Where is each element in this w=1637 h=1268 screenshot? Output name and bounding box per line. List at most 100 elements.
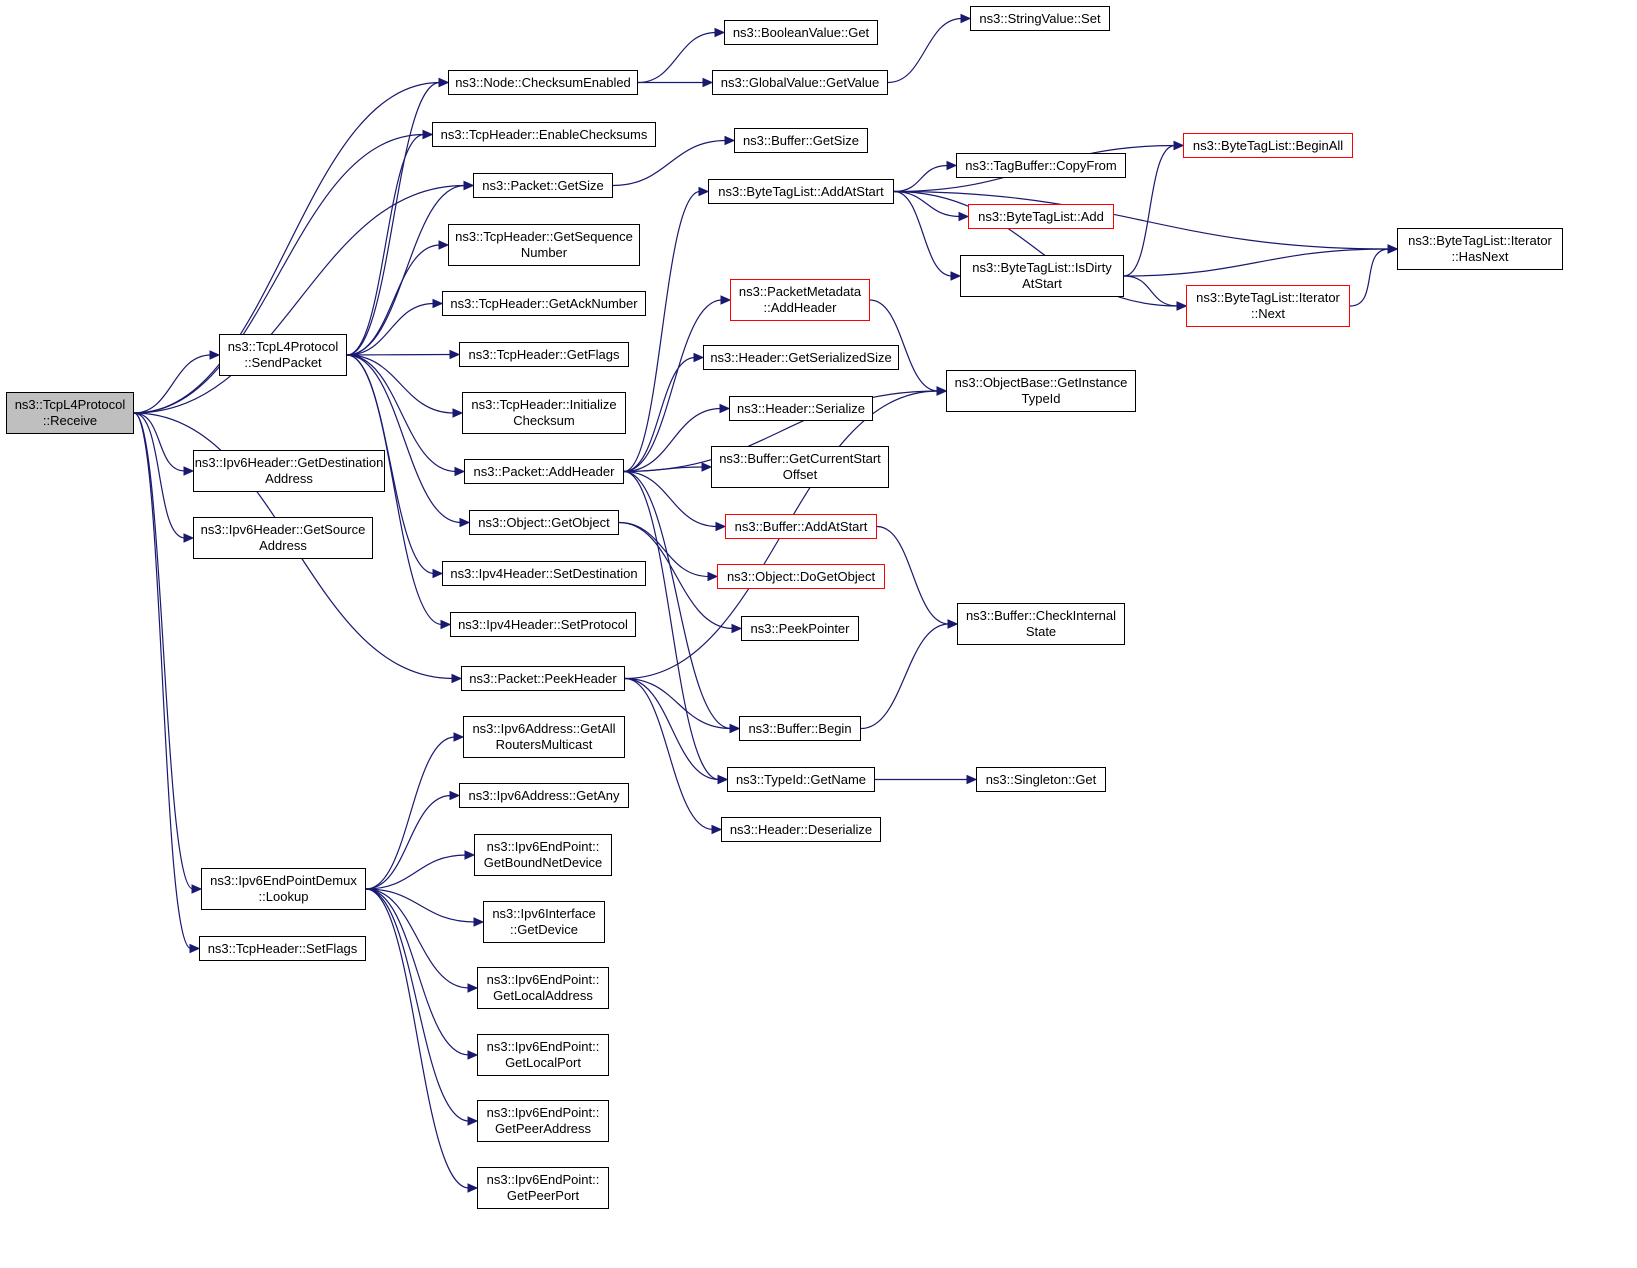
arrowhead-receive-to-setflags — [189, 943, 201, 954]
edge-isdirty-to-hasnext — [1123, 248, 1390, 277]
node-addatstart_btl[interactable]: ns3::ByteTagList::AddAtStart — [708, 179, 894, 204]
node-serialize[interactable]: ns3::Header::Serialize — [729, 396, 873, 421]
node-getany[interactable]: ns3::Ipv6Address::GetAny — [459, 783, 629, 808]
edge-receive-to-getdest6 — [133, 412, 186, 472]
edge-addatstart_btl-to-copyfrom — [893, 164, 949, 193]
edge-receive-to-checksumenabled — [133, 81, 441, 414]
node-hasnext[interactable]: ns3::ByteTagList::Iterator ::HasNext — [1397, 228, 1563, 270]
arrowhead-addheader-to-addatstart_btl — [698, 186, 710, 197]
node-bufaddatstart[interactable]: ns3::Buffer::AddAtStart — [725, 514, 877, 539]
arrowhead-sendpacket-to-checksumenabled — [438, 77, 450, 88]
edge-addheader-to-bufbegin — [623, 470, 732, 730]
node-bufgetsize[interactable]: ns3::Buffer::GetSize — [734, 128, 868, 153]
arrowhead-sendpacket-to-setdest4 — [432, 568, 444, 579]
edge-sendpacket-to-pktgetsize — [346, 184, 466, 356]
arrowhead-checksumenabled-to-globalgetvalue — [702, 77, 714, 88]
arrowhead-pmaddheader-to-getinstance — [936, 386, 948, 396]
edge-lookup-to-allrouters — [365, 736, 456, 890]
node-iternext[interactable]: ns3::ByteTagList::Iterator ::Next — [1186, 285, 1350, 327]
node-setflags[interactable]: ns3::TcpHeader::SetFlags — [199, 936, 366, 961]
node-peerport[interactable]: ns3::Ipv6EndPoint:: GetPeerPort — [477, 1167, 609, 1209]
node-deserialize[interactable]: ns3::Header::Deserialize — [721, 817, 881, 842]
edge-receive-to-pktgetsize — [133, 184, 466, 414]
arrowhead-sendpacket-to-setproto4 — [440, 619, 452, 630]
arrowhead-getobject-to-peekpointer — [731, 623, 743, 634]
arrowhead-addheader-to-curstart — [701, 462, 713, 472]
arrowhead-getobject-to-dogetobject — [707, 571, 719, 582]
node-stringset[interactable]: ns3::StringValue::Set — [970, 6, 1110, 31]
edge-receive-to-lookup — [133, 412, 194, 890]
node-initchecksum[interactable]: ns3::TcpHeader::Initialize Checksum — [462, 392, 626, 434]
arrowhead-receive-to-sendpacket — [209, 350, 221, 360]
node-getinstance[interactable]: ns3::ObjectBase::GetInstance TypeId — [946, 370, 1136, 412]
node-boundnet[interactable]: ns3::Ipv6EndPoint:: GetBoundNetDevice — [474, 834, 612, 876]
edge-sendpacket-to-getack — [346, 302, 435, 356]
node-typeidname[interactable]: ns3::TypeId::GetName — [727, 767, 875, 792]
arrowhead-lookup-to-localaddr — [467, 983, 479, 993]
node-localaddr[interactable]: ns3::Ipv6EndPoint:: GetLocalAddress — [477, 967, 609, 1009]
arrowhead-lookup-to-peerport — [467, 1183, 479, 1193]
node-copyfrom[interactable]: ns3::TagBuffer::CopyFrom — [956, 153, 1126, 178]
node-isdirty[interactable]: ns3::ByteTagList::IsDirty AtStart — [960, 255, 1124, 297]
node-getserialsize[interactable]: ns3::Header::GetSerializedSize — [703, 345, 899, 370]
node-peeraddr[interactable]: ns3::Ipv6EndPoint:: GetPeerAddress — [477, 1100, 609, 1142]
node-setdest4[interactable]: ns3::Ipv4Header::SetDestination — [442, 561, 646, 586]
node-beginall[interactable]: ns3::ByteTagList::BeginAll — [1183, 133, 1353, 158]
edge-checksumenabled-to-boolget — [637, 31, 717, 84]
node-receive[interactable]: ns3::TcpL4Protocol ::Receive — [6, 392, 134, 434]
node-ifdevice[interactable]: ns3::Ipv6Interface ::GetDevice — [483, 901, 605, 943]
node-getflags[interactable]: ns3::TcpHeader::GetFlags — [459, 342, 629, 367]
edge-lookup-to-ifdevice — [365, 888, 476, 923]
node-singletonget[interactable]: ns3::Singleton::Get — [976, 767, 1106, 792]
edge-addheader-to-getinstance — [623, 390, 939, 473]
node-checkinternal[interactable]: ns3::Buffer::CheckInternal State — [957, 603, 1125, 645]
edge-receive-to-setflags — [133, 412, 192, 950]
node-globalgetvalue[interactable]: ns3::GlobalValue::GetValue — [712, 70, 888, 95]
node-checksumenabled[interactable]: ns3::Node::ChecksumEnabled — [448, 70, 638, 95]
arrowhead-isdirty-to-iternext — [1176, 301, 1188, 311]
node-bufbegin[interactable]: ns3::Buffer::Begin — [739, 716, 861, 741]
node-peekpointer[interactable]: ns3::PeekPointer — [741, 616, 859, 641]
arrowhead-bufbegin-to-checkinternal — [947, 619, 959, 629]
node-getobject[interactable]: ns3::Object::GetObject — [469, 510, 619, 535]
arrowhead-sendpacket-to-enablechecksums — [422, 129, 434, 140]
node-getack[interactable]: ns3::TcpHeader::GetAckNumber — [442, 291, 646, 316]
node-pktgetsize[interactable]: ns3::Packet::GetSize — [473, 173, 613, 198]
arrowhead-iternext-to-hasnext — [1387, 244, 1399, 254]
node-enablechecksums[interactable]: ns3::TcpHeader::EnableChecksums — [432, 122, 656, 147]
node-boolget[interactable]: ns3::BooleanValue::Get — [724, 20, 878, 45]
arrowhead-lookup-to-localport — [467, 1050, 479, 1060]
arrowhead-addatstart_btl-to-btladd — [958, 211, 970, 222]
node-getdest6[interactable]: ns3::Ipv6Header::GetDestination Address — [193, 450, 385, 492]
arrowhead-sendpacket-to-getack — [432, 298, 444, 309]
node-pmaddheader[interactable]: ns3::PacketMetadata ::AddHeader — [730, 279, 870, 321]
node-addheader[interactable]: ns3::Packet::AddHeader — [464, 459, 624, 484]
edge-addheader-to-pmaddheader — [623, 299, 723, 473]
edge-addheader-to-addatstart_btl — [623, 190, 701, 473]
node-lookup[interactable]: ns3::Ipv6EndPointDemux ::Lookup — [201, 868, 366, 910]
edge-addatstart_btl-to-iternext — [893, 190, 1179, 307]
edge-lookup-to-localport — [365, 888, 470, 1056]
node-sendpacket[interactable]: ns3::TcpL4Protocol ::SendPacket — [219, 334, 347, 376]
node-getseq[interactable]: ns3::TcpHeader::GetSequence Number — [448, 224, 640, 266]
arrowhead-peekheader-to-bufbegin — [729, 723, 741, 734]
arrowhead-globalgetvalue-to-stringset — [960, 13, 972, 24]
edge-receive-to-sendpacket — [133, 354, 212, 414]
node-dogetobject[interactable]: ns3::Object::DoGetObject — [717, 564, 885, 589]
arrowhead-addheader-to-bufaddatstart — [715, 521, 727, 532]
node-getsrc6[interactable]: ns3::Ipv6Header::GetSource Address — [193, 517, 373, 559]
node-allrouters[interactable]: ns3::Ipv6Address::GetAll RoutersMulticas… — [463, 716, 625, 758]
edge-sendpacket-to-initchecksum — [346, 354, 455, 414]
edge-pktgetsize-to-bufgetsize — [612, 139, 727, 187]
node-btladd[interactable]: ns3::ByteTagList::Add — [968, 204, 1114, 229]
node-curstart[interactable]: ns3::Buffer::GetCurrentStart Offset — [711, 446, 889, 488]
edge-bufaddatstart-to-checkinternal — [876, 525, 950, 625]
node-localport[interactable]: ns3::Ipv6EndPoint:: GetLocalPort — [477, 1034, 609, 1076]
arrowhead-receive-to-lookup — [191, 884, 203, 894]
edge-addatstart_btl-to-hasnext — [893, 190, 1390, 250]
node-peekheader[interactable]: ns3::Packet::PeekHeader — [461, 666, 625, 691]
arrowhead-checksumenabled-to-boolget — [714, 27, 726, 38]
node-setproto4[interactable]: ns3::Ipv4Header::SetProtocol — [450, 612, 636, 637]
arrowhead-lookup-to-getany — [449, 790, 461, 801]
